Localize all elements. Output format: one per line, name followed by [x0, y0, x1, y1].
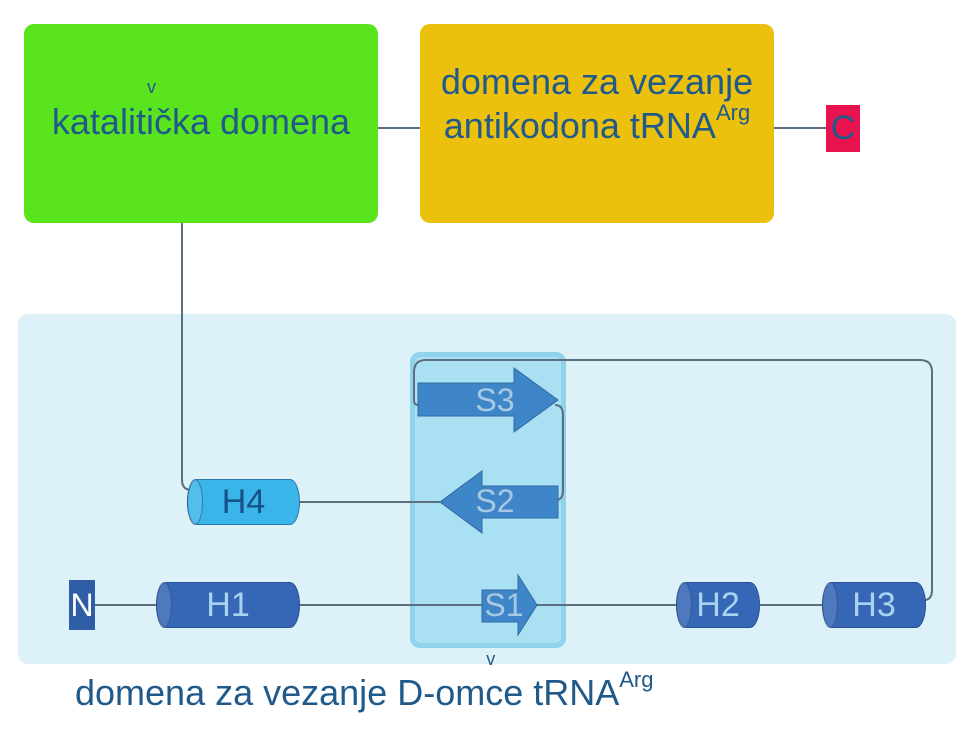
helix-cap	[676, 582, 692, 628]
trna-arg-superscript: Arg	[619, 667, 654, 692]
helix-cap	[822, 582, 838, 628]
helix-h4-label: H4	[221, 482, 266, 521]
n-terminus-box: N	[69, 580, 95, 630]
helix-h3-label: H3	[852, 585, 896, 624]
helix-h2-label: H2	[696, 585, 740, 624]
helix-h3: H3	[822, 582, 926, 628]
strand-s1-arrow	[481, 573, 538, 637]
anticodon-domain-line2: antikodona tRNAArg	[443, 99, 751, 146]
link-catalytic-h4	[181, 223, 193, 491]
anticodon-domain-line1: domena za vezanje	[440, 61, 754, 103]
link-h3-s3	[413, 359, 933, 601]
strand-s2-label: S2	[475, 482, 515, 519]
helix-cap	[187, 479, 203, 525]
trna-arg-superscript: Arg	[715, 99, 751, 125]
strand-s3-arrow	[417, 367, 559, 433]
link-s3-s2	[554, 404, 564, 501]
helix-h4: H4	[187, 479, 300, 525]
anticodon-binding-domain-box: domena za vezanje antikodona tRNAArg	[420, 24, 774, 223]
caron-mark: v	[486, 649, 496, 669]
helix-h1: H1	[156, 582, 300, 628]
strand-s3-label: S3	[475, 381, 515, 418]
c-terminus-box: C	[826, 105, 860, 152]
strand-s2-arrow	[439, 470, 559, 534]
strand-s1-label: S1	[484, 586, 524, 623]
helix-h1-label: H1	[206, 585, 250, 624]
helix-cap	[156, 582, 172, 628]
helix-h2: H2	[676, 582, 760, 628]
caron-mark: v	[146, 76, 156, 97]
